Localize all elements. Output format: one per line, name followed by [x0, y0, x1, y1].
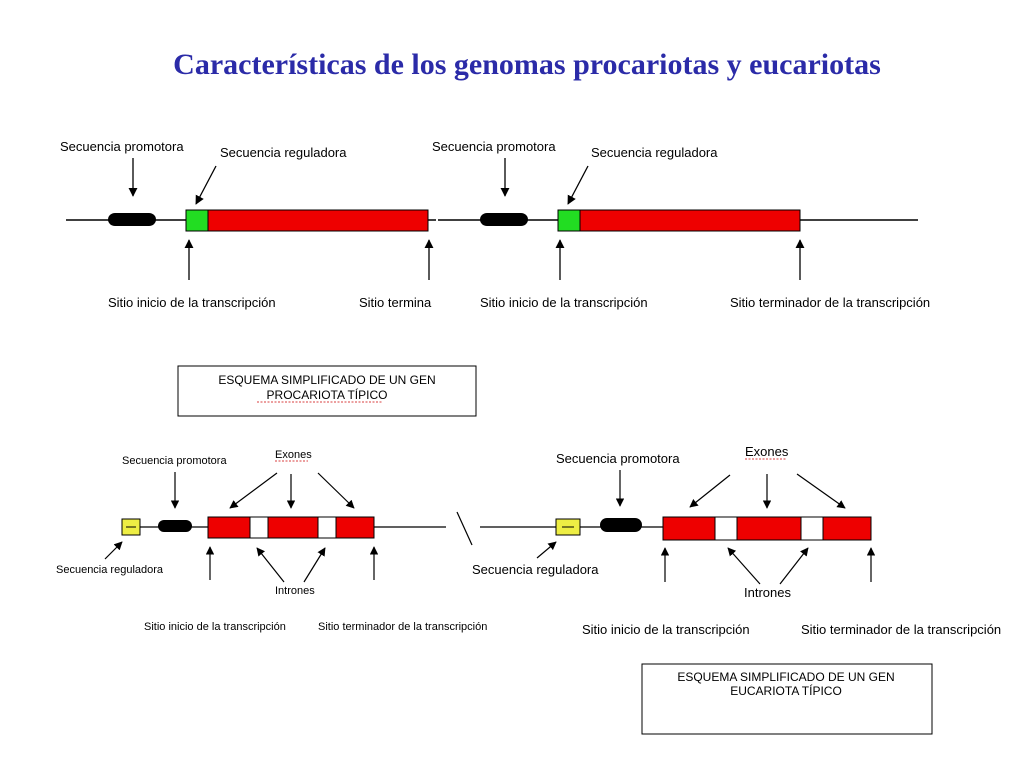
promoter-label: Secuencia promotora	[122, 455, 227, 467]
promoter-label: Secuencia promotora	[60, 139, 184, 154]
introns-label: Intrones	[744, 585, 791, 600]
start-label: Sitio inicio de la transcripción	[480, 295, 648, 310]
exon-3	[335, 516, 375, 539]
promoter-sequence	[480, 213, 528, 226]
exon-arrow-left	[229, 472, 278, 509]
regulator-arrow	[195, 165, 217, 205]
caption-frame	[177, 365, 477, 417]
intron-2	[317, 516, 337, 539]
promoter-sequence	[600, 518, 642, 532]
exon-arrow-right	[317, 472, 355, 509]
prokaryote-caption-box: ESQUEMA SIMPLIFICADO DE UN GEN PROCARIOT…	[177, 365, 477, 417]
slide-title: Características de los genomas procariot…	[173, 48, 881, 81]
start-label: Sitio inicio de la transcripción	[582, 622, 750, 637]
intron-1	[249, 516, 269, 539]
prokaryote-gene-1: Secuencia promotora Secuencia reguladora…	[60, 139, 436, 310]
exons-label: Exones	[275, 449, 312, 461]
terminator-label: Sitio terminador de la transcripción	[801, 622, 1001, 637]
eukaryote-gene-2: Secuencia promotora Exones Secuencia reg…	[472, 444, 1001, 637]
caption-line-2: EUCARIOTA TÍPICO	[730, 683, 842, 698]
coding-region	[579, 209, 801, 232]
regulatory-sequence	[557, 209, 581, 232]
exon-arrow-left	[689, 474, 731, 508]
promoter-sequence	[158, 520, 192, 532]
promoter-sequence	[108, 213, 156, 226]
caption-line-2: PROCARIOTA TÍPICO	[267, 387, 388, 402]
dna-break-mark	[456, 511, 473, 546]
exon-arrow-right	[796, 473, 846, 509]
promoter-label: Secuencia promotora	[432, 139, 556, 154]
start-label: Sitio inicio de la transcripción	[108, 295, 276, 310]
terminator-label: Sitio terminador de la transcripción	[318, 621, 487, 633]
regulatory-sequence	[185, 209, 209, 232]
intron-arrow-left	[256, 547, 285, 583]
eukaryote-caption-box: ESQUEMA SIMPLIFICADO DE UN GEN EUCARIOTA…	[641, 663, 933, 735]
regulator-label: Secuencia reguladora	[472, 562, 599, 577]
exon-1	[662, 516, 716, 541]
terminator-label: Sitio terminador de la transcripción	[730, 295, 930, 310]
regulator-label: Secuencia reguladora	[591, 145, 718, 160]
promoter-label: Secuencia promotora	[556, 451, 680, 466]
caption-line-1: ESQUEMA SIMPLIFICADO DE UN GEN	[677, 670, 894, 684]
exon-1	[207, 516, 251, 539]
exon-3	[822, 516, 872, 541]
intron-2	[800, 516, 824, 541]
intron-1	[714, 516, 738, 541]
regulator-label: Secuencia reguladora	[56, 564, 164, 576]
intron-arrow-left	[727, 547, 761, 585]
intron-arrow-right	[779, 547, 809, 585]
regulator-arrow	[567, 165, 589, 205]
regulator-arrow	[536, 541, 557, 559]
eukaryote-gene-1: Secuencia promotora Exones Secuencia reg…	[56, 449, 487, 633]
prokaryote-gene-2: Secuencia promotora Secuencia reguladora…	[432, 139, 930, 310]
caption-frame	[641, 663, 933, 735]
exons-label: Exones	[745, 444, 789, 459]
introns-label: Intrones	[275, 585, 315, 597]
coding-region	[207, 209, 429, 232]
intron-arrow-right	[303, 547, 326, 583]
caption-line-1: ESQUEMA SIMPLIFICADO DE UN GEN	[218, 373, 435, 387]
regulator-label: Secuencia reguladora	[220, 145, 347, 160]
exon-2	[267, 516, 319, 539]
regulator-arrow	[104, 541, 123, 560]
start-label: Sitio inicio de la transcripción	[144, 621, 286, 633]
terminator-label: Sitio termina	[359, 295, 432, 310]
exon-2	[736, 516, 802, 541]
